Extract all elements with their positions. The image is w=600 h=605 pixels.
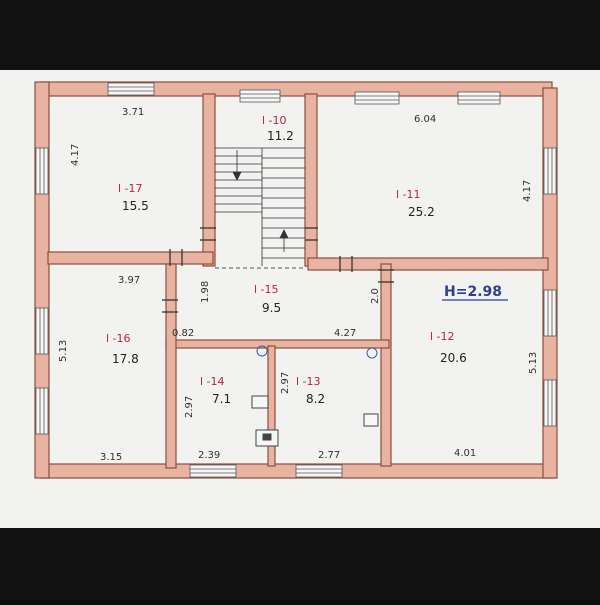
room-area-13: 8.2 — [306, 392, 325, 406]
room-code-14: l -14 — [200, 375, 225, 388]
dim-5-13-left: 5.13 — [58, 340, 69, 362]
room-code-17: l -17 — [118, 182, 143, 195]
room-area-11: 25.2 — [408, 205, 435, 219]
ceiling-height-label: H=2.98 — [444, 284, 502, 300]
dim-6-04: 6.04 — [414, 114, 436, 125]
dim-4-01: 4.01 — [454, 448, 476, 459]
paper-sheet — [0, 70, 600, 528]
room-code-16: l -16 — [106, 332, 131, 345]
dim-0-82: 0.82 — [172, 328, 194, 339]
dim-1-98: 1.98 — [200, 281, 211, 303]
dim-2-77: 2.77 — [318, 450, 340, 461]
staircase — [215, 147, 305, 266]
room-area-17: 15.5 — [122, 199, 149, 213]
dim-3-97: 3.97 — [118, 275, 140, 286]
dim-2-0: 2.0 — [370, 288, 381, 304]
dim-4-17-right: 4.17 — [522, 180, 533, 202]
room-code-10: l -10 — [262, 114, 287, 127]
dim-2-97-left: 2.97 — [184, 396, 195, 418]
room-code-13: l -13 — [296, 375, 321, 388]
dim-5-13-right: 5.13 — [528, 352, 539, 374]
room-area-15: 9.5 — [262, 301, 281, 315]
room-code-15: l -15 — [254, 283, 279, 296]
dim-2-39: 2.39 — [198, 450, 220, 461]
dim-2-97-right: 2.97 — [280, 372, 291, 394]
room-area-14: 7.1 — [212, 392, 231, 406]
room-code-12: l -12 — [430, 330, 455, 343]
doors — [162, 227, 394, 313]
plumbing-fixtures — [251, 345, 379, 447]
room-code-11: l -11 — [396, 188, 421, 201]
dim-4-17-left: 4.17 — [70, 144, 81, 166]
dim-3-15: 3.15 — [100, 452, 122, 463]
dim-3-71: 3.71 — [122, 107, 144, 118]
dim-4-27: 4.27 — [334, 328, 356, 339]
interior-walls — [47, 93, 549, 469]
room-area-12: 20.6 — [440, 351, 467, 365]
windows — [35, 82, 557, 478]
room-area-10: 11.2 — [267, 129, 294, 143]
room-area-16: 17.8 — [112, 352, 139, 366]
